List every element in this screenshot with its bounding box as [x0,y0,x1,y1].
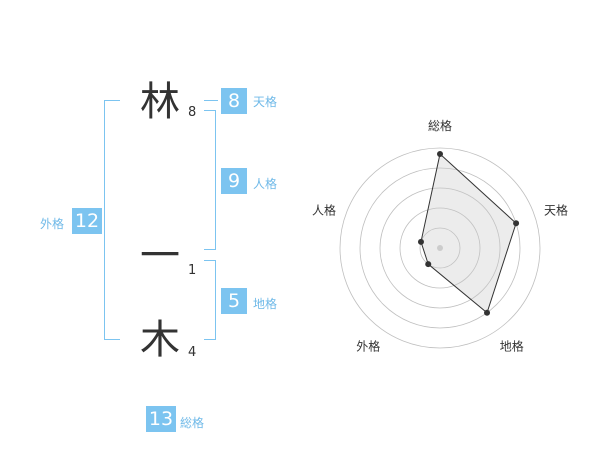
radar-axis-label-1: 総格 [428,118,452,133]
jinkaku-bracket [204,110,216,250]
radar-axis-label-3: 地格 [500,339,524,354]
stroke-count-2: 1 [188,263,197,278]
chikaku-badge: 5 [221,288,247,314]
radar-axis-label-2: 天格 [544,202,568,217]
gaikaku-bracket [104,100,120,340]
radar-center-point [437,245,443,251]
jinkaku-badge: 9 [221,168,247,194]
radar-point-1 [437,151,443,157]
tenkaku-badge: 8 [221,88,247,114]
gaikaku-badge: 12 [72,208,102,234]
jinkaku-label: 人格 [253,177,278,191]
radar-ring-1 [419,227,461,269]
radar-ring-3 [379,187,501,309]
radar-ring-2 [399,207,481,289]
tenkaku-label: 天格 [253,95,278,109]
stroke-count-3: 4 [188,345,197,360]
radar-ring-4 [359,167,521,329]
radar-shape [420,153,517,314]
radar-point-2 [513,220,520,227]
soukaku-label: 総格 [180,416,205,430]
stroke-count-1: 8 [188,105,197,120]
tenkaku-bracket [204,100,218,101]
chikaku-bracket [204,260,216,340]
name-char-1: 林 [140,79,180,125]
radar-axis-label-4: 外格 [356,339,380,354]
name-char-2: 一 [140,233,180,279]
soukaku-badge: 13 [146,406,176,432]
gaikaku-label: 外格 [40,217,65,231]
radar-axis-label-5: 人格 [312,202,336,217]
name-char-3: 木 [140,317,180,363]
radar-ring-5 [339,147,541,349]
radar-point-4 [425,261,432,268]
radar-point-3 [484,309,491,316]
radar-point-5 [417,238,424,245]
chikaku-label: 地格 [253,297,278,311]
